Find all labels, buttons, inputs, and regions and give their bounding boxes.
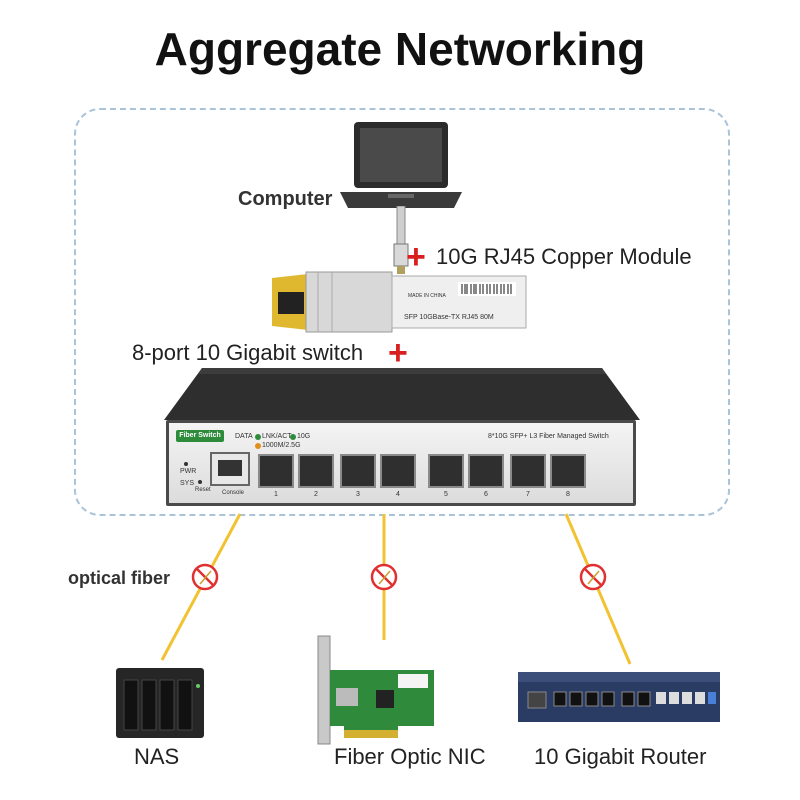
sfp-port-2[interactable] [298,454,334,488]
switch-desc-label: 8-port 10 Gigabit switch [132,340,364,365]
pwr-led-icon [184,462,188,466]
plus-icon: + [406,238,426,276]
ethernet-cable [393,206,409,274]
fiber-line-nas [160,513,242,661]
copper-module-label: 10G RJ45 Copper Module [436,244,692,269]
nic-label: Fiber Optic NIC [334,744,486,769]
sfp-port-5[interactable] [428,454,464,488]
router-label: 10 Gigabit Router [534,744,707,769]
fiber-line-router [564,513,632,665]
10g-led-label: 10G [297,433,311,440]
no-signal-icon [579,563,607,591]
port-number: 4 [396,491,400,498]
no-signal-icon [370,563,398,591]
sfp-copper-module [272,271,527,333]
pwr-label: PWR [180,468,197,475]
port-number: 5 [444,491,448,498]
no-signal-icon [191,563,219,591]
reset-button[interactable] [198,480,202,484]
10g-led-icon [290,434,296,440]
sfp-label-line2: SFP 10GBase-TX RJ45 80M [404,314,494,321]
router-icon [518,672,720,722]
laptop-icon [340,122,462,208]
sfp-port-7[interactable] [510,454,546,488]
port-number: 7 [526,491,530,498]
computer-label: Computer [238,188,333,210]
plus-icon: + [388,334,408,372]
sfp-port-8[interactable] [550,454,586,488]
page-title: Aggregate Networking [154,23,646,75]
optical-fiber-label: optical fiber [68,568,171,588]
reset-label: Reset [195,487,211,493]
lnk-led-label: LNK/ACT [262,433,292,440]
nas-icon [116,668,204,738]
port-number: 3 [356,491,360,498]
port-number: 6 [484,491,488,498]
sfp-port-4[interactable] [380,454,416,488]
sfp-port-6[interactable] [468,454,504,488]
sfp-port-3[interactable] [340,454,376,488]
low-speed-led-label: 1000M/2.5G [262,442,301,449]
port-number: 2 [314,491,318,498]
switch-model-label: 8*10G SFP+ L3 Fiber Managed Switch [488,433,609,440]
port-number: 8 [566,491,570,498]
console-port[interactable] [210,452,250,486]
nic-card-icon [317,635,434,745]
data-led-label: DATA [235,433,253,440]
sys-label: SYS [180,480,195,487]
nas-label: NAS [134,744,180,769]
low-speed-led-icon [255,443,261,449]
sfp-port-1[interactable] [258,454,294,488]
console-label: Console [222,490,245,496]
network-group-border [74,108,730,516]
sfp-label-line1: MADE IN CHINA [408,293,446,299]
port-number: 1 [274,491,278,498]
brand-badge: Fiber Switch [176,430,224,442]
switch-chassis [164,368,640,420]
lnk-led-icon [255,434,261,440]
